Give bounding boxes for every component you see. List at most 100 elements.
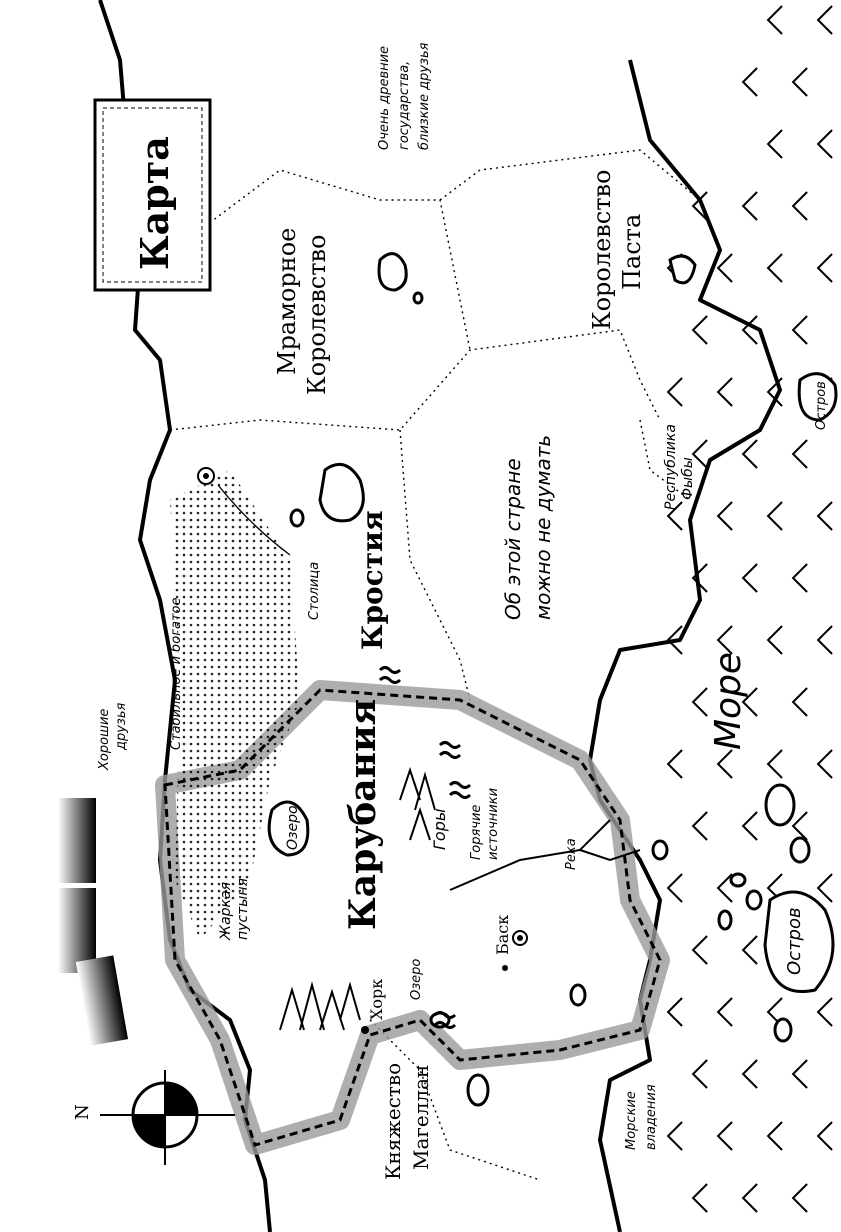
- island-small-2: [789, 836, 811, 864]
- island-small-5: [745, 889, 763, 911]
- lake-marble-small: [412, 291, 424, 305]
- place-desert-line2: пустыня: [235, 878, 251, 940]
- place-lake2: Озеро: [409, 959, 424, 1000]
- lake-marble: [377, 252, 408, 292]
- place-hork: Хорк: [367, 979, 386, 1020]
- wave-chevron: [741, 563, 758, 593]
- wave-chevron: [816, 625, 833, 655]
- place-island2: Остров: [784, 907, 805, 975]
- wave-chevron: [766, 501, 783, 531]
- scale-bars: [58, 798, 129, 1046]
- map-title: Карта: [132, 136, 177, 270]
- region-sea: Море: [708, 652, 749, 750]
- wave-chevron: [691, 315, 708, 345]
- region-fyby-line1: Республика: [663, 424, 679, 510]
- lake-small-3: [466, 1073, 490, 1107]
- place-desert-line1: Жаркая: [218, 882, 234, 941]
- region-pasta-line2: Паста: [618, 214, 646, 290]
- wave-chevron: [791, 439, 808, 469]
- wave-chevron: [791, 191, 808, 221]
- border-fyby: [639, 419, 691, 501]
- region-unknown-line2: можно не думать: [531, 435, 555, 620]
- note-sea-holdings-line1: Морские: [624, 1091, 639, 1150]
- wave-chevron: [691, 687, 708, 717]
- place-island1: Остров: [814, 381, 829, 430]
- karubania-border-line: [163, 688, 662, 1147]
- river: [449, 819, 611, 891]
- wave-chevron: [816, 1121, 833, 1151]
- note-good-friends-line2: друзья: [114, 702, 129, 751]
- wave-chevron: [716, 1121, 733, 1151]
- border-krostia-north: [169, 329, 661, 431]
- island-small-1: [764, 783, 796, 827]
- wave-chevron: [791, 687, 808, 717]
- region-magellan-line1: Княжество: [381, 1063, 405, 1180]
- wave-chevron: [766, 253, 783, 283]
- wave-chevron: [666, 501, 683, 531]
- region-marble-line2: Королевство: [303, 235, 331, 395]
- labels: Карта Мраморное Королевство Королевство …: [72, 42, 829, 1180]
- wave-chevron: [741, 315, 758, 345]
- border-marble-north: [199, 169, 471, 351]
- wave-chevron: [716, 749, 733, 779]
- wave-chevron: [741, 1183, 758, 1213]
- note-ancient-line2: государства,: [397, 61, 412, 150]
- wave-chevron: [716, 873, 733, 903]
- region-marble-line1: Мраморное: [273, 228, 301, 375]
- island-small-7: [773, 1017, 793, 1043]
- wave-chevron: [791, 315, 808, 345]
- small-city-marker[interactable]: [502, 965, 508, 971]
- wave-chevron: [666, 377, 683, 407]
- wave-chevron: [716, 253, 733, 283]
- wave-chevron: [716, 501, 733, 531]
- wave-chevron: [666, 873, 683, 903]
- wave-chevron: [816, 749, 833, 779]
- wave-chevron: [741, 439, 758, 469]
- bask-dot: [517, 935, 523, 941]
- hork-marker[interactable]: [361, 1026, 369, 1034]
- wave-chevron: [766, 749, 783, 779]
- region-fyby-line2: Фыбы: [680, 457, 696, 500]
- wave-chevron: [766, 5, 783, 35]
- compass-rose: [100, 1070, 235, 1165]
- wave-chevron: [791, 67, 808, 97]
- wave-chevron: [666, 749, 683, 779]
- island-south: [763, 890, 835, 993]
- place-mountains: Горы: [430, 809, 449, 851]
- wave-chevron: [766, 625, 783, 655]
- island-small-4: [729, 872, 747, 888]
- lake-small-1: [569, 983, 587, 1007]
- note-ancient-line3: близкие друзья: [417, 42, 432, 150]
- wave-chevron: [716, 625, 733, 655]
- wave-chevron: [691, 1183, 708, 1213]
- wave-chevron: [741, 191, 758, 221]
- note-capital: Столица: [307, 562, 322, 620]
- region-unknown-line1: Об этой стране: [501, 458, 525, 620]
- place-hot-springs-line2: источники: [486, 788, 501, 860]
- note-stable: Стабильное и богатое: [169, 597, 184, 750]
- lake-krostia: [318, 462, 365, 523]
- wave-chevron: [816, 5, 833, 35]
- place-hot-springs-line1: Горячие: [469, 805, 484, 860]
- sea-waves: [666, 5, 833, 1213]
- title-cartouche: [93, 98, 212, 292]
- wave-chevron: [741, 1059, 758, 1089]
- note-good-friends-line1: Хорошие: [97, 709, 112, 771]
- wave-chevron: [791, 1183, 808, 1213]
- wave-chevron: [741, 67, 758, 97]
- wave-chevron: [691, 1059, 708, 1089]
- island-north: [797, 372, 838, 422]
- wave-chevron: [691, 811, 708, 841]
- wave-chevron: [791, 563, 808, 593]
- wave-chevron: [666, 1121, 683, 1151]
- island-small-6: [717, 909, 733, 931]
- lake-karubania: [267, 800, 310, 857]
- island-small-3: [651, 839, 669, 861]
- border-krostia-east: [399, 429, 471, 701]
- border-marble-pasta: [439, 149, 701, 201]
- place-river: Река: [564, 838, 579, 870]
- wave-chevron: [816, 997, 833, 1027]
- wave-chevron: [691, 563, 708, 593]
- wave-chevron: [766, 1121, 783, 1151]
